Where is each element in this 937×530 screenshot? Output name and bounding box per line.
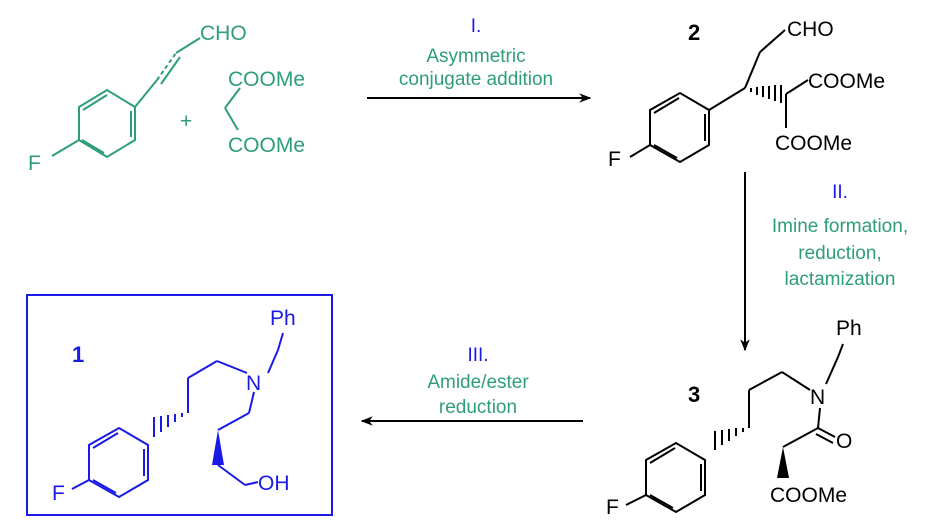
compound-3-structure	[625, 343, 844, 514]
malonate-ester-bottom-label: COOMe	[228, 134, 305, 157]
reactant-dimethyl-malonate	[224, 87, 241, 131]
compound-2-cho-label: CHO	[787, 18, 834, 41]
compound-1-fluoro-label: F	[52, 482, 65, 505]
step-1-numeral: I.	[471, 16, 482, 37]
step-3-line-1: Amide/ester	[427, 372, 529, 393]
compound-3-wedge-bond	[777, 447, 789, 478]
step-3-line-2: reduction	[439, 397, 517, 418]
compound-3-hashed-bond	[714, 428, 744, 450]
aldehyde-cho-label: CHO	[200, 22, 247, 45]
compound-1-structure	[71, 332, 284, 499]
compound-3-phenyl-label: Ph	[836, 317, 862, 340]
step-1-line-2: conjugate addition	[399, 69, 553, 90]
step-2-line-2: reduction,	[798, 243, 881, 264]
plus-sign: +	[180, 110, 192, 133]
compound-2-number: 2	[688, 20, 700, 45]
compound-3-oxygen-label: O	[836, 430, 852, 453]
step-2-numeral: II.	[832, 182, 848, 203]
compound-1-number: 1	[72, 342, 84, 367]
compound-1-wedge-bond	[212, 430, 224, 465]
step-3-numeral: III.	[467, 345, 488, 366]
step-2-line-3: lactamization	[785, 269, 896, 290]
product-box	[26, 294, 333, 516]
compound-2-hashed-bond	[750, 85, 782, 103]
compound-3-nitrogen-label: N	[810, 386, 825, 409]
reactant-cinnamaldehyde	[51, 37, 201, 159]
malonate-ester-top-label: COOMe	[228, 68, 305, 91]
aldehyde-fluoro-label: F	[28, 152, 41, 175]
compound-1-phenyl-label: Ph	[270, 307, 296, 330]
compound-3-ester-label: COOMe	[770, 484, 847, 507]
compound-2-structure	[629, 29, 809, 164]
compound-1-nitrogen-label: N	[246, 372, 261, 395]
compound-2-ester-top-label: COOMe	[808, 70, 885, 93]
compound-2-fluoro-label: F	[608, 148, 621, 171]
compound-1-hydroxyl-label: OH	[258, 472, 290, 495]
step-1-line-1: Asymmetric	[426, 46, 525, 67]
compound-3-fluoro-label: F	[606, 496, 619, 519]
compound-2-ester-bottom-label: COOMe	[775, 132, 852, 155]
compound-3-number: 3	[688, 382, 700, 407]
compound-1-hashed-bond	[153, 413, 183, 437]
step-2-line-1: Imine formation,	[772, 216, 908, 237]
